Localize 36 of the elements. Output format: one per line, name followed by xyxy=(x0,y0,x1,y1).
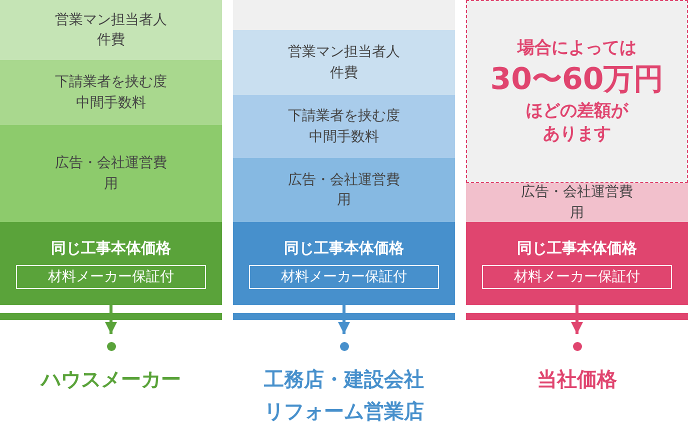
pointer-arrow xyxy=(0,305,222,334)
cost-segment xyxy=(233,95,455,158)
base-price-block xyxy=(0,222,222,305)
segment-text: 下請業者を挟む度中間手数料 xyxy=(54,73,168,112)
cost-segment xyxy=(233,158,455,222)
label-tag xyxy=(249,265,439,290)
base-price-text: 同じ工事本体価格 xyxy=(50,238,172,259)
difference-note xyxy=(466,0,688,183)
segment-text: 広告・会社運営費用 xyxy=(287,170,401,210)
segment-text: 営業マン担当者人件費 xyxy=(54,10,168,50)
pointer-arrow xyxy=(466,305,688,334)
cost-segment xyxy=(0,0,222,60)
base-price-block xyxy=(466,222,688,305)
label-text: ハウスメーカー xyxy=(39,366,182,393)
note-text: 30〜60万円 xyxy=(490,60,664,99)
cost-segment xyxy=(233,30,455,95)
cost-segment xyxy=(466,183,688,222)
tag-text: 材料メーカー保証付 xyxy=(281,268,407,288)
pointer-arrow xyxy=(233,305,455,334)
segment-text: 下請業者を挟む度中間手数料 xyxy=(287,107,401,146)
base-price-block xyxy=(233,222,455,305)
cost-segment xyxy=(0,60,222,125)
label-text: 当社価格 xyxy=(536,366,618,393)
label-text: 工務店・建設会社リフォーム営業店 xyxy=(263,366,425,425)
label-tag xyxy=(482,265,672,290)
tag-text: 材料メーカー保証付 xyxy=(514,268,640,288)
label-tag xyxy=(16,265,206,290)
tag-text: 材料メーカー保証付 xyxy=(48,268,174,288)
note-text: ほどの差額があります xyxy=(525,100,630,146)
segment-text: 営業マン担当者人件費 xyxy=(287,43,401,82)
cost-segment xyxy=(0,125,222,222)
base-price-text: 同じ工事本体価格 xyxy=(283,238,405,259)
note-text: 場合によっては xyxy=(518,36,636,60)
segment-text: 広告・会社運営費用 xyxy=(54,154,168,194)
base-price-text: 同じ工事本体価格 xyxy=(516,238,638,259)
segment-text: 広告・会社運営費用 xyxy=(520,183,634,222)
